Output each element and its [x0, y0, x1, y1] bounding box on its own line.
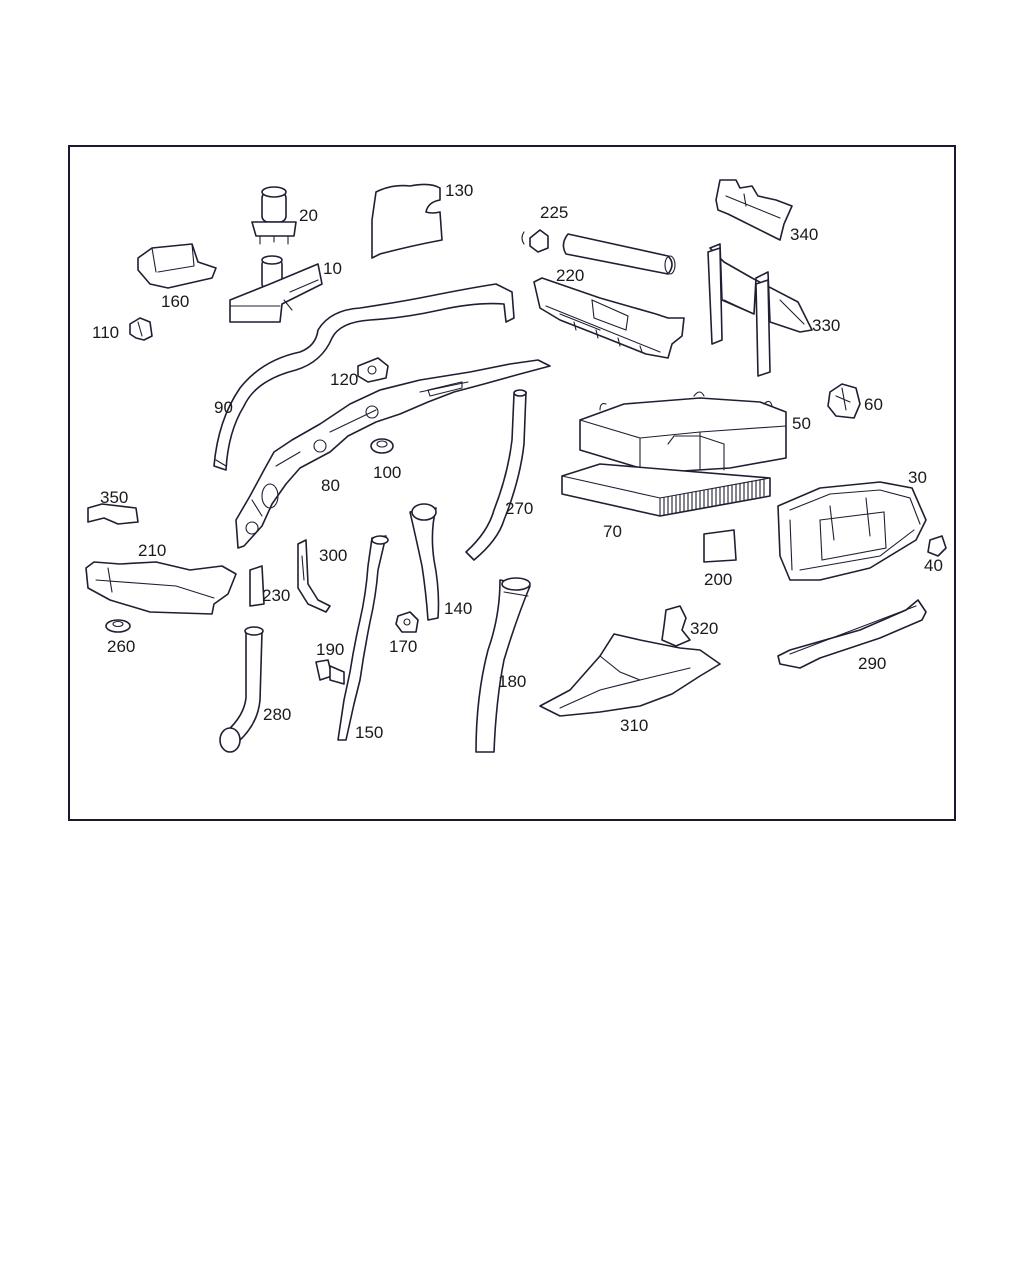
label-210: 210 — [138, 541, 166, 560]
label-40: 40 — [924, 556, 943, 575]
part-330 — [707, 243, 813, 377]
part-210 — [85, 561, 237, 615]
part-190 — [315, 659, 345, 685]
label-270: 270 — [505, 499, 533, 518]
part-225 — [521, 229, 676, 275]
part-80 — [235, 359, 551, 549]
label-225: 225 — [540, 203, 568, 222]
label-310: 310 — [620, 716, 648, 735]
part-320 — [661, 605, 691, 647]
part-170 — [395, 611, 419, 633]
label-110: 110 — [92, 323, 119, 342]
label-220: 220 — [556, 266, 584, 285]
diagram-frame — [68, 145, 956, 821]
label-130: 130 — [445, 181, 473, 200]
part-130 — [371, 183, 443, 259]
part-310 — [539, 633, 721, 717]
part-60 — [827, 383, 861, 419]
label-340: 340 — [790, 225, 818, 244]
label-20: 20 — [299, 206, 318, 225]
label-300: 300 — [319, 546, 347, 565]
label-30: 30 — [908, 468, 927, 487]
part-150 — [337, 535, 389, 741]
part-30 — [777, 481, 927, 581]
label-160: 160 — [161, 292, 189, 311]
part-40 — [927, 535, 947, 557]
part-50 — [579, 391, 787, 473]
label-200: 200 — [704, 570, 732, 589]
label-10: 10 — [323, 259, 342, 278]
part-290 — [777, 599, 927, 669]
label-100: 100 — [373, 463, 401, 482]
label-350: 350 — [100, 488, 128, 507]
part-180 — [475, 577, 531, 753]
label-120: 120 — [330, 370, 358, 389]
label-50: 50 — [792, 414, 811, 433]
part-270 — [465, 389, 527, 561]
part-200 — [703, 529, 737, 563]
label-260: 260 — [107, 637, 135, 656]
part-10 — [229, 255, 323, 323]
part-230 — [249, 565, 265, 607]
label-330: 330 — [812, 316, 840, 335]
label-150: 150 — [355, 723, 383, 742]
label-180: 180 — [498, 672, 526, 691]
label-60: 60 — [864, 395, 883, 414]
label-140: 140 — [444, 599, 472, 618]
part-260 — [105, 619, 131, 633]
part-20 — [251, 186, 297, 245]
part-300 — [297, 539, 331, 613]
part-90 — [213, 283, 515, 471]
label-80: 80 — [321, 476, 340, 495]
part-340 — [715, 179, 793, 241]
part-140 — [409, 503, 440, 621]
part-220 — [533, 277, 685, 359]
part-110 — [129, 317, 153, 341]
label-280: 280 — [263, 705, 291, 724]
part-160 — [137, 243, 217, 289]
label-230: 230 — [262, 586, 290, 605]
part-120 — [357, 357, 389, 383]
label-70: 70 — [603, 522, 622, 541]
label-320: 320 — [690, 619, 718, 638]
part-280 — [219, 626, 264, 753]
part-350 — [87, 503, 139, 525]
label-90: 90 — [214, 398, 233, 417]
label-290: 290 — [858, 654, 886, 673]
label-170: 170 — [389, 637, 417, 656]
part-100 — [370, 438, 394, 454]
part-70 — [561, 463, 771, 517]
label-190: 190 — [316, 640, 344, 659]
